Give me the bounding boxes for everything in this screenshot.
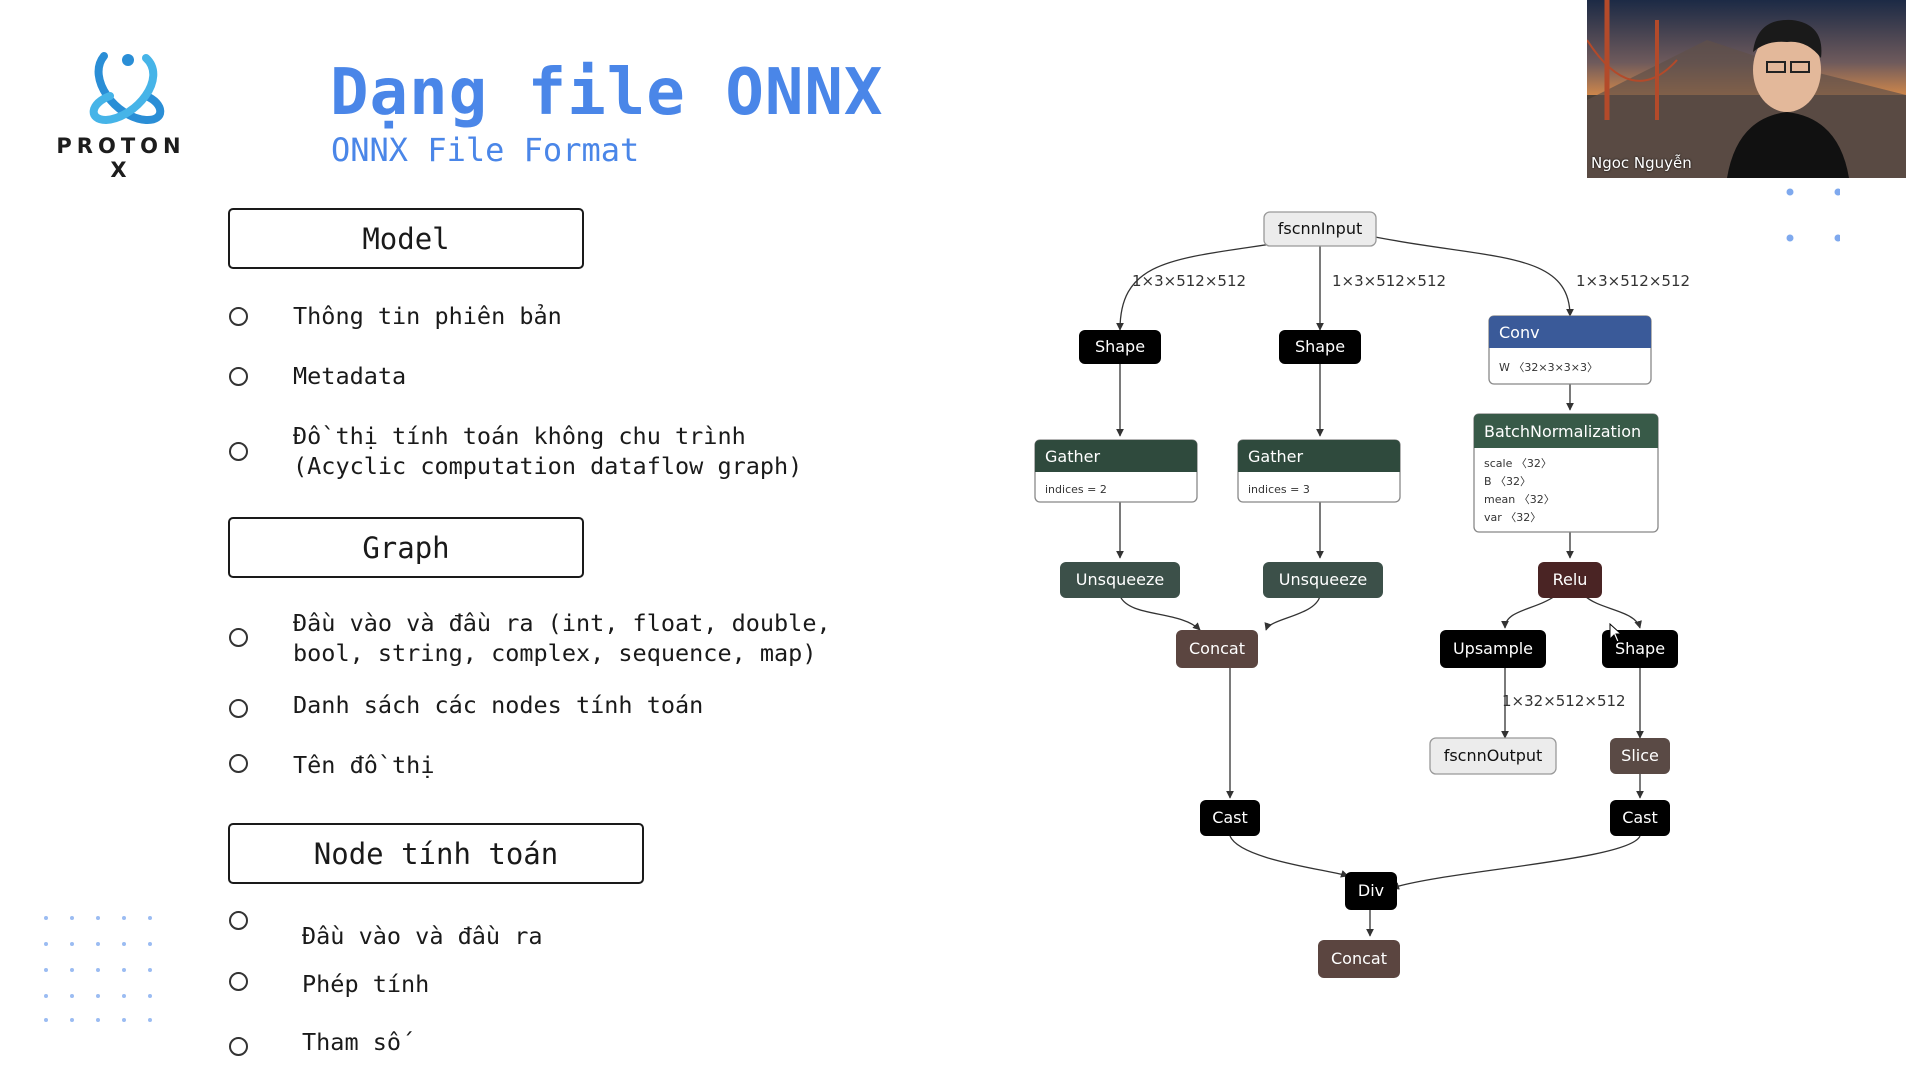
node-gather[interactable]: Gather indices = 2 [1034, 439, 1198, 503]
bullet-item: Đồ thị tính toán không chu trình (Acycli… [293, 422, 803, 480]
bullet-item: Tên đồ thị [293, 751, 435, 779]
bullet-radio [229, 911, 248, 930]
section-heading-label: Graph [362, 530, 450, 565]
node-attribute: B 〈32〉 [1484, 475, 1531, 488]
node-cast[interactable]: Cast [1610, 800, 1670, 836]
node-relu[interactable]: Relu [1538, 562, 1602, 598]
webcam-participant-name: Ngoc Nguyễn [1591, 154, 1692, 172]
edge [1264, 595, 1321, 631]
edge-label: 1×3×512×512 [1576, 272, 1690, 290]
mouse-cursor-icon [1609, 623, 1623, 643]
node-unsqueeze[interactable]: Unsqueeze [1263, 562, 1383, 598]
node-label: Conv [1499, 323, 1540, 342]
node-label: Shape [1615, 639, 1665, 658]
node-shape[interactable]: Shape [1279, 330, 1361, 364]
node-label: Cast [1212, 808, 1248, 827]
protonx-logo-icon [89, 52, 165, 125]
node-label: Cast [1622, 808, 1658, 827]
bullet-item: Danh sách các nodes tính toán [293, 691, 704, 719]
node-label: Gather [1248, 447, 1303, 466]
section-heading-node: Node tính toán [228, 823, 644, 884]
node-attribute: W 〈32×3×3×3〉 [1499, 361, 1598, 374]
node-fscnn-input[interactable]: fscnnInput [1263, 211, 1377, 247]
node-label: fscnnOutput [1444, 746, 1543, 765]
bullet-item: Đầu vào và đầu ra [302, 922, 543, 950]
node-label: Shape [1095, 337, 1145, 356]
node-label: Concat [1189, 639, 1245, 658]
protonx-logo: PROTON X [46, 48, 196, 182]
section-heading-graph: Graph [228, 517, 584, 578]
bullet-item: Phép tính [302, 970, 430, 998]
section-heading-model: Model [228, 208, 584, 269]
node-slice[interactable]: Slice [1610, 738, 1670, 774]
node-cast[interactable]: Cast [1200, 800, 1260, 836]
node-label: Shape [1295, 337, 1345, 356]
node-gather[interactable]: Gather indices = 3 [1237, 439, 1401, 503]
bullet-item: Metadata [293, 362, 407, 390]
page-subtitle: ONNX File Format [331, 131, 640, 169]
section-heading-label: Node tính toán [313, 836, 559, 871]
webcam-video: Ngoc Nguyễn [1587, 0, 1906, 178]
decorative-dot-grid [1786, 188, 1840, 242]
bullet-radio [229, 442, 248, 461]
edge [1369, 235, 1574, 317]
node-fscnn-output[interactable]: fscnnOutput [1429, 737, 1557, 775]
decorative-dot-grid [44, 916, 152, 1022]
bullet-radio [229, 628, 248, 647]
node-label: Div [1358, 881, 1384, 900]
onnx-graph-diagram: 1×3×512×512 1×3×512×512 1×3×512×512 1×32… [1034, 211, 1690, 978]
edge-label: 1×3×512×512 [1132, 272, 1246, 290]
bullet-radio [229, 754, 248, 773]
bullet-radio [229, 367, 248, 386]
node-label: Upsample [1453, 639, 1533, 658]
node-div[interactable]: Div [1345, 872, 1397, 910]
node-attribute: mean 〈32〉 [1484, 493, 1555, 506]
bullet-item: Thông tin phiên bản [293, 302, 562, 330]
node-label: fscnnInput [1278, 219, 1362, 238]
node-attribute: indices = 3 [1248, 483, 1310, 496]
edge [1391, 835, 1641, 890]
edge [1501, 595, 1556, 629]
node-attribute: scale 〈32〉 [1484, 457, 1552, 470]
bullet-radio [229, 972, 248, 991]
bullet-radio [229, 1037, 248, 1056]
node-conv[interactable]: Conv W 〈32×3×3×3〉 [1488, 315, 1652, 385]
bullet-item: Đầu vào và đầu ra (int, float, double, b… [293, 609, 831, 667]
node-upsample[interactable]: Upsample [1440, 630, 1546, 668]
logo-text: PROTON X [56, 134, 186, 182]
node-label: Gather [1045, 447, 1100, 466]
node-label: Unsqueeze [1279, 570, 1367, 589]
bullet-item: Tham số [302, 1028, 402, 1056]
node-label: Concat [1331, 949, 1387, 968]
node-label: Relu [1553, 570, 1588, 589]
edge [1119, 595, 1201, 631]
node-label: Unsqueeze [1076, 570, 1164, 589]
bullet-radio [229, 307, 248, 326]
node-concat[interactable]: Concat [1176, 630, 1258, 668]
node-shape[interactable]: Shape [1602, 630, 1678, 668]
node-attribute: var 〈32〉 [1484, 511, 1541, 524]
page-title: Dạng file ONNX [330, 56, 884, 130]
node-shape[interactable]: Shape [1079, 330, 1161, 364]
webcam-scene [1587, 0, 1906, 178]
node-label: BatchNormalization [1484, 422, 1641, 441]
node-label: Slice [1621, 746, 1659, 765]
node-concat[interactable]: Concat [1318, 940, 1400, 978]
node-attribute: indices = 2 [1045, 483, 1107, 496]
bullet-radio [229, 699, 248, 718]
section-heading-label: Model [362, 221, 450, 256]
edge-label: 1×3×512×512 [1332, 272, 1446, 290]
edge [1584, 595, 1642, 629]
node-batchnormalization[interactable]: BatchNormalization scale 〈32〉 B 〈32〉 mea… [1473, 413, 1659, 533]
node-unsqueeze[interactable]: Unsqueeze [1060, 562, 1180, 598]
edge-label: 1×32×512×512 [1502, 692, 1626, 710]
edge [1229, 835, 1349, 878]
